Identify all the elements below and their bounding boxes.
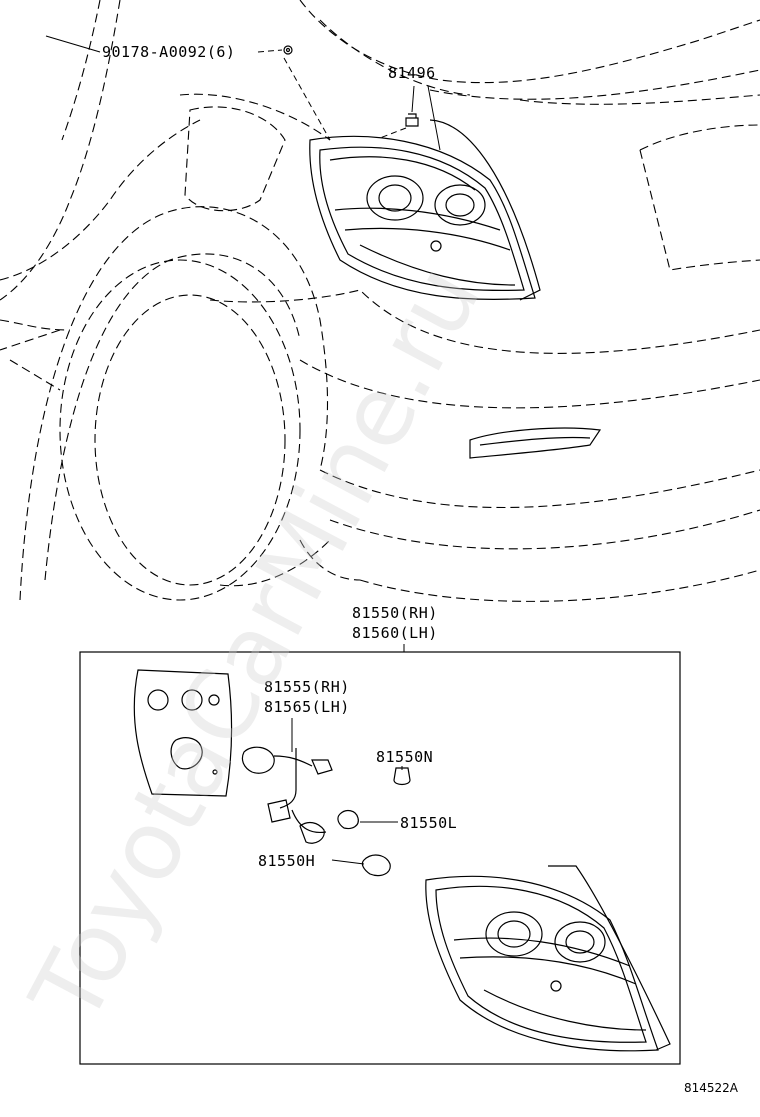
callout-bulb-n: 81550N: [376, 748, 433, 770]
callout-socket-rh-label: 81555(RH): [264, 678, 350, 696]
screw-icon: [283, 45, 293, 55]
callout-assy-lh-label: 81560(LH): [352, 624, 438, 642]
bulb-h-icon: [361, 854, 391, 877]
tail-lamp-installed: [309, 135, 536, 301]
callout-bulb-h: 81550H: [258, 852, 365, 870]
callout-clip-label: 81496: [388, 64, 436, 82]
callout-bulb-n-label: 81550N: [376, 748, 433, 766]
callout-screw-label: 90178-A0092(6): [102, 43, 235, 61]
callout-clip: 81496: [379, 64, 441, 151]
socket-wire-icon: [241, 746, 333, 844]
callout-socket-lh-label: 81565(LH): [264, 698, 350, 716]
vehicle-rear-quarter: [0, 0, 760, 602]
callout-screw: 90178-A0092(6): [45, 35, 331, 141]
clip-icon: [405, 113, 419, 127]
bulb-n-icon: [393, 767, 411, 786]
watermark: ToyotaCarMine.ru: [9, 248, 502, 1042]
watermark-text: ToyotaCarMine.ru: [9, 248, 502, 1042]
callout-socket: 81555(RH) 81565(LH): [264, 678, 350, 752]
callout-assy-rh-label: 81550(RH): [352, 604, 438, 622]
tail-lamp-assembly: [425, 865, 671, 1052]
callout-bulb-l-label: 81550L: [400, 814, 457, 832]
assembly-box: [79, 651, 681, 1065]
bulb-l-icon: [337, 809, 359, 830]
callout-bulb-l: 81550L: [360, 814, 457, 832]
diagram-code: 814522A: [684, 1081, 739, 1095]
gasket-icon: [133, 669, 233, 797]
callout-bulb-h-label: 81550H: [258, 852, 315, 870]
callout-assembly: 81550(RH) 81560(LH): [352, 604, 438, 652]
